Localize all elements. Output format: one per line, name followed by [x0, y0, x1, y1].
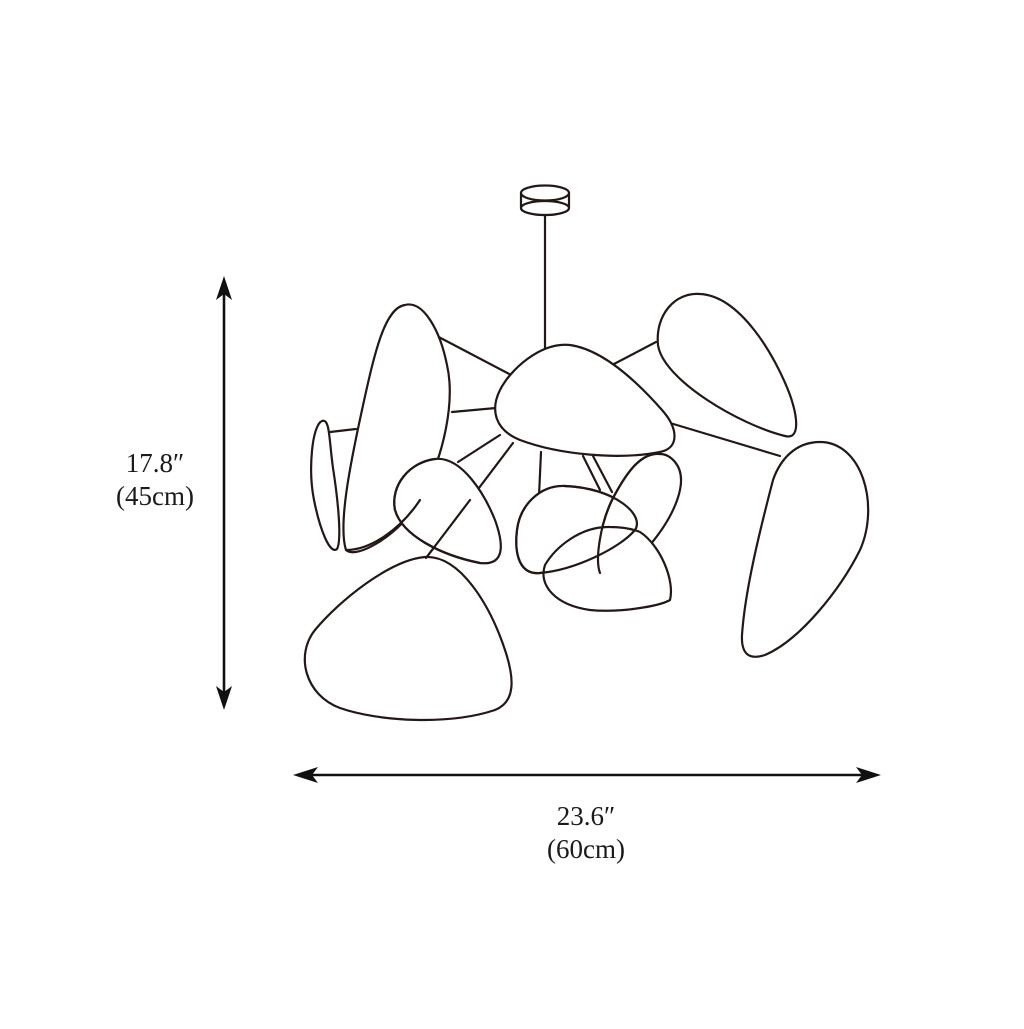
shade-upper-right: [656, 292, 798, 438]
width-imperial: 23.6″: [556, 801, 616, 831]
ceiling-canopy: [519, 184, 571, 217]
shade-far-right: [740, 440, 870, 658]
shade-bottom-left: [303, 555, 513, 722]
width-dimension-label: 23.6″ (60cm): [521, 800, 651, 866]
height-metric: (45cm): [116, 481, 194, 511]
overlap-outlines: [344, 452, 662, 575]
shade-left-middle: [393, 457, 502, 565]
height-dimension-arrow: [216, 276, 232, 710]
shade-bottom-center: [542, 525, 673, 612]
shade-far-left: [310, 419, 341, 551]
height-imperial: 17.8″: [125, 448, 185, 478]
width-dimension-arrow: [293, 767, 881, 783]
width-metric: (60cm): [547, 834, 625, 864]
height-dimension-label: 17.8″ (45cm): [90, 447, 220, 513]
shade-center-top: [494, 343, 676, 457]
